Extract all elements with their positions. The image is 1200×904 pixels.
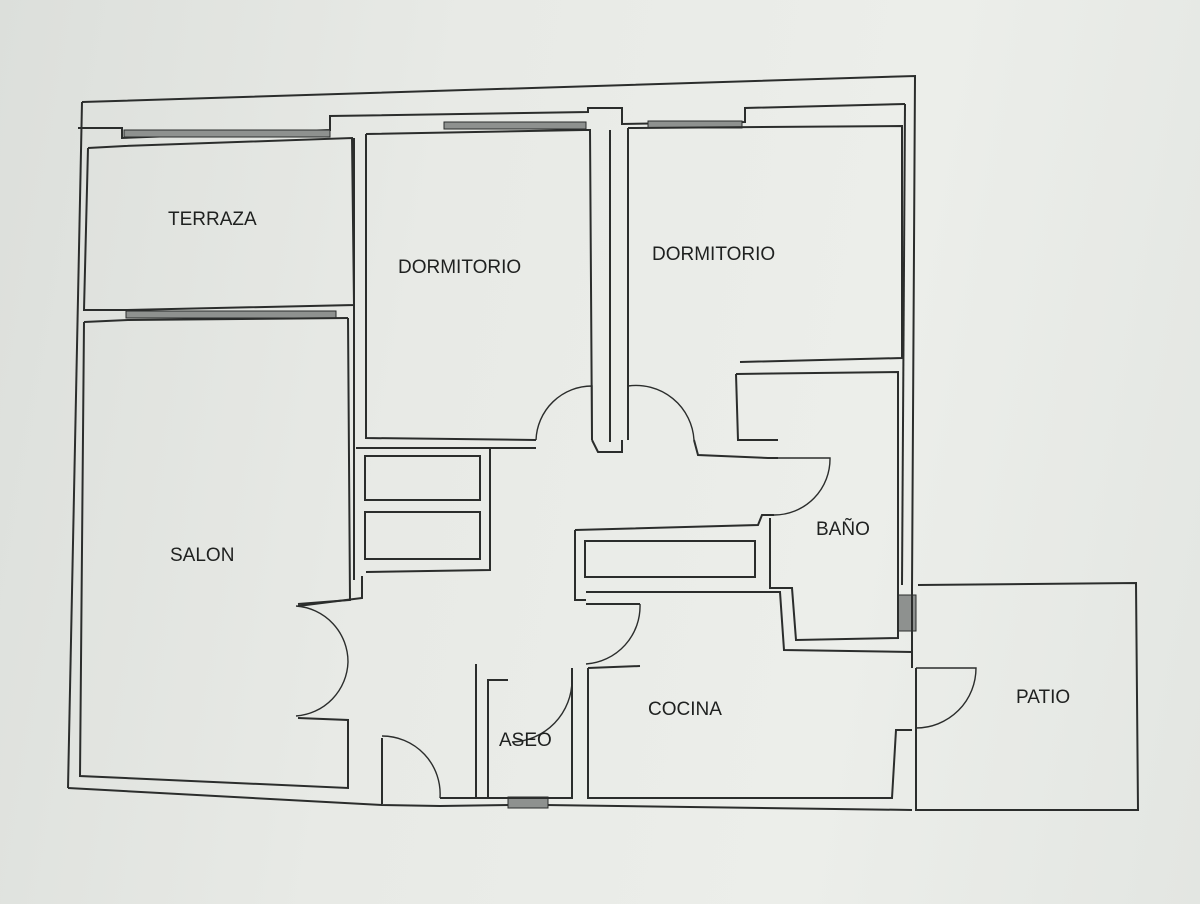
- patio-area: [915, 581, 1140, 811]
- label-salon: SALON: [170, 545, 234, 566]
- closets: [356, 447, 536, 573]
- label-cocina: COCINA: [648, 699, 722, 720]
- windows: [123, 120, 917, 809]
- outer-walls: [67, 74, 917, 811]
- label-terraza: TERRAZA: [168, 209, 257, 230]
- terraza-room: [82, 136, 356, 323]
- label-aseo: ASEO: [499, 730, 552, 751]
- aseo-room: [381, 664, 573, 804]
- bano-room: [693, 370, 913, 658]
- dormitorio-1-room: [353, 129, 593, 580]
- label-patio: PATIO: [1016, 687, 1070, 708]
- hall-walls: [297, 514, 774, 607]
- label-dormitorio-2: DORMITORIO: [652, 244, 775, 265]
- label-dormitorio-1: DORMITORIO: [398, 257, 521, 278]
- dormitorio-2-room: [591, 124, 903, 453]
- label-bano: BAÑO: [816, 518, 870, 540]
- cocina-room: [586, 591, 913, 799]
- door-swings: [295, 384, 977, 799]
